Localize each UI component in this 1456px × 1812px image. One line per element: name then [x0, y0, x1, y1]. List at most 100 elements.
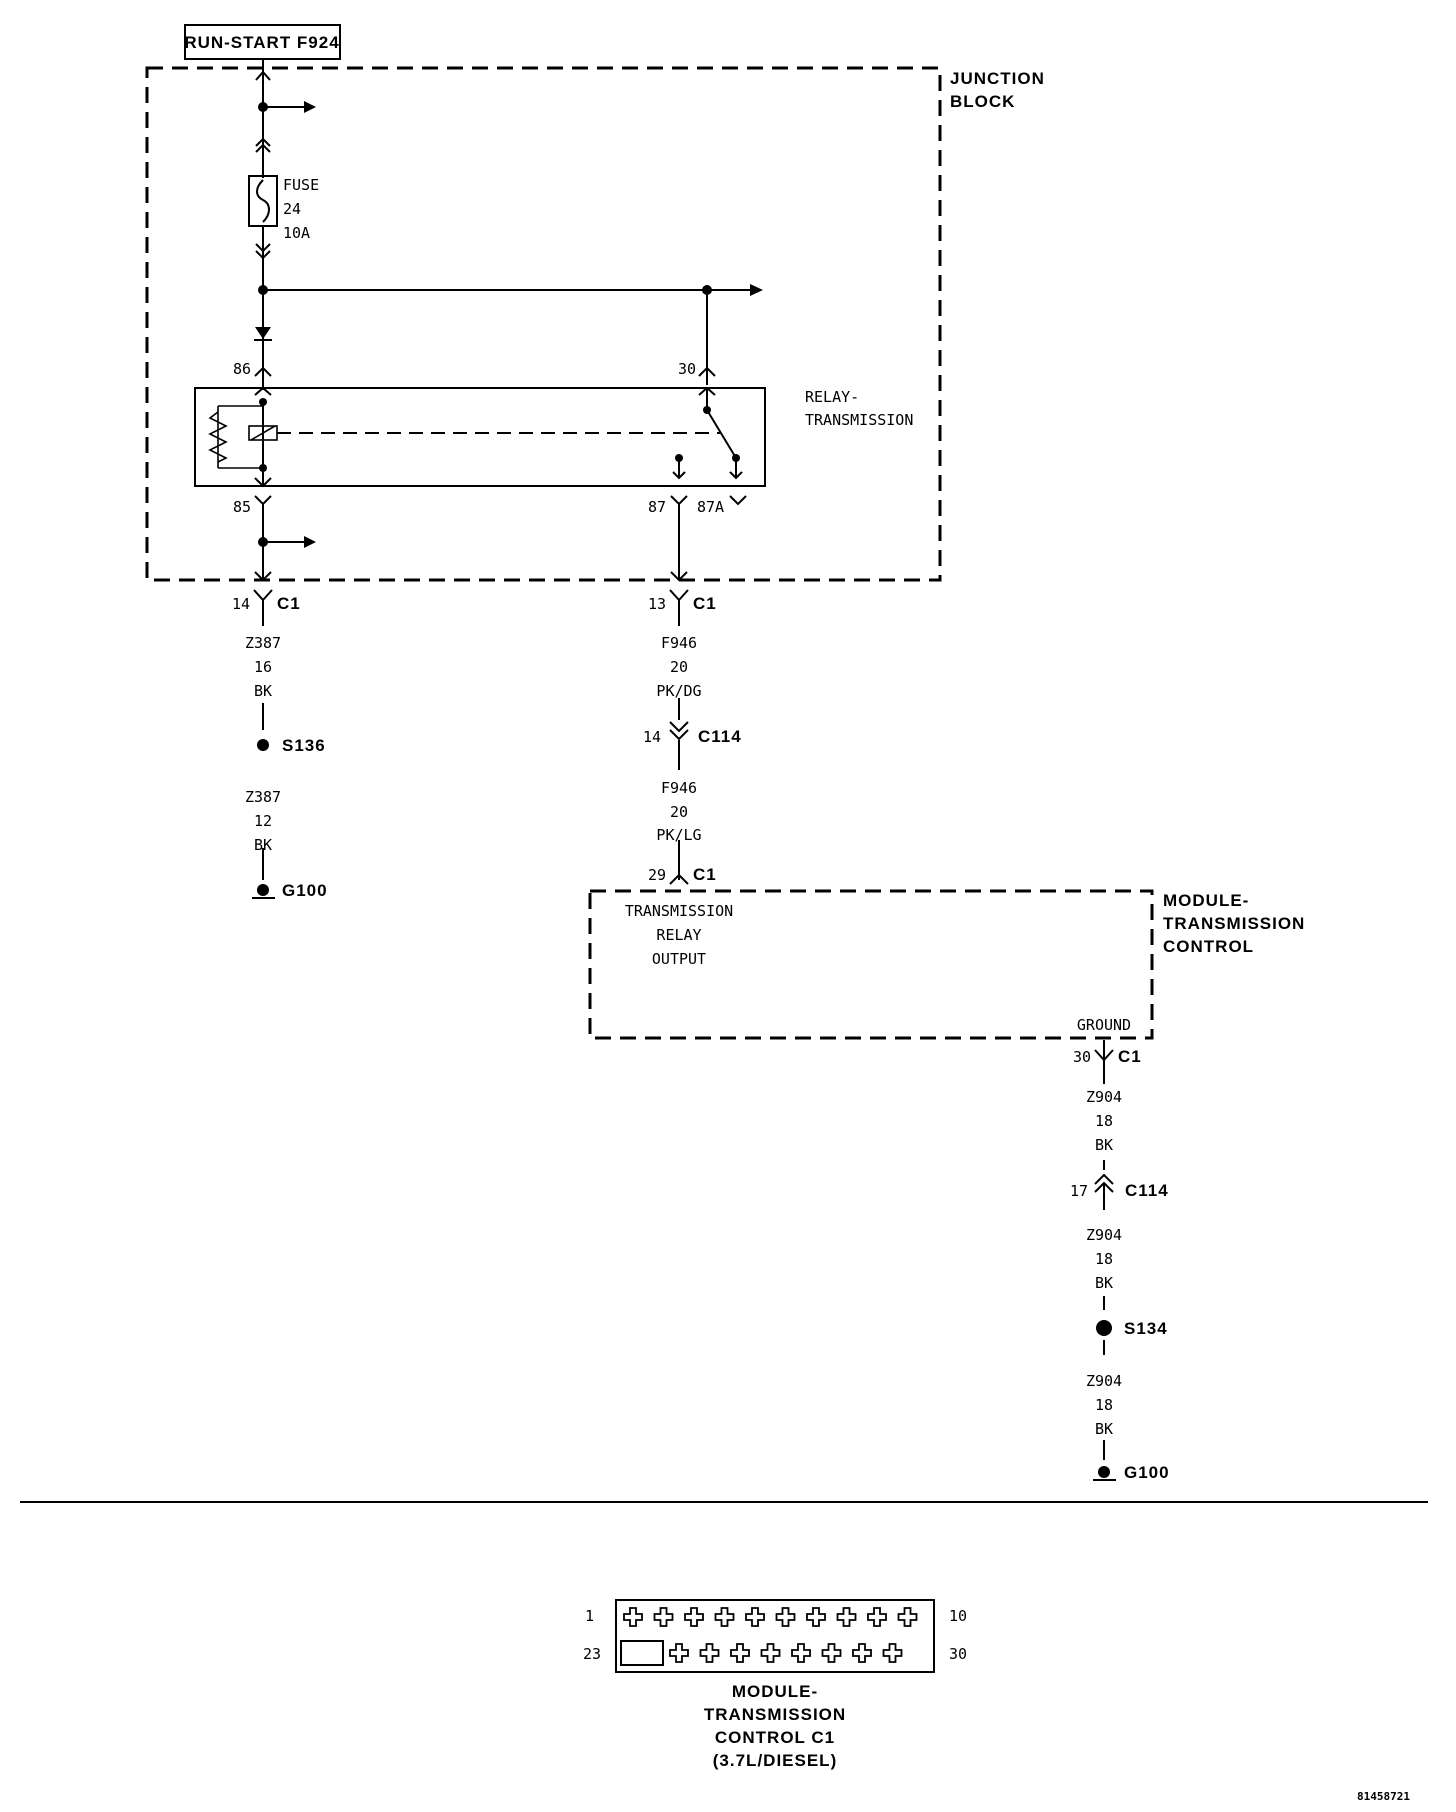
branch-arrow-2: [750, 284, 763, 296]
center-wire2-gauge: 20: [670, 803, 688, 821]
connector-pins-bottom: [669, 1643, 903, 1663]
splice-s134-label: S134: [1124, 1319, 1168, 1338]
right-wire3-code: Z904: [1086, 1372, 1122, 1390]
left-wire1-color: BK: [254, 682, 272, 700]
pin-cavity-top: [775, 1607, 796, 1627]
right-c114-name: C114: [1125, 1181, 1169, 1200]
connector-pin-10: 10: [949, 1607, 967, 1625]
connector-pin-30: 30: [949, 1645, 967, 1663]
right-wire3-gauge: 18: [1095, 1396, 1113, 1414]
pin-30-label: 30: [678, 360, 696, 378]
pin-86-label: 86: [233, 360, 251, 378]
center-wire2-code: F946: [661, 779, 697, 797]
pin-87a-label: 87A: [697, 498, 724, 516]
pin-87-label: 87: [648, 498, 666, 516]
right-wire1-code: Z904: [1086, 1088, 1122, 1106]
relay-name-1: RELAY-: [805, 388, 859, 406]
right-c1-name: C1: [1118, 1047, 1142, 1066]
left-c1-name: C1: [277, 594, 301, 613]
center-c1b-pin: 29: [648, 866, 666, 884]
left-wire1-gauge: 16: [254, 658, 272, 676]
center-wire1-gauge: 20: [670, 658, 688, 676]
right-wire1-gauge: 18: [1095, 1112, 1113, 1130]
source-label: RUN-START F924: [184, 33, 339, 52]
pin-cavity-top: [806, 1607, 826, 1627]
tcm-input-2: RELAY: [656, 926, 701, 944]
left-wire2-gauge: 12: [254, 812, 272, 830]
resistor-icon: [208, 411, 228, 463]
right-wire2-gauge: 18: [1095, 1250, 1113, 1268]
center-wire1-code: F946: [661, 634, 697, 652]
left-wire1-code: Z387: [245, 634, 281, 652]
right-c114-pin: 17: [1070, 1182, 1088, 1200]
tcm-outline: [588, 889, 1154, 1040]
junction-block-outline: [145, 66, 942, 582]
tcm-ground-wire: [1093, 1040, 1116, 1481]
figure-id: 81458721: [1357, 1790, 1410, 1803]
run-start-source: RUN-START F924: [184, 24, 341, 60]
right-wire2-color: BK: [1095, 1274, 1113, 1292]
pin-cavity-top: [714, 1607, 735, 1627]
pin-cavity-bottom: [669, 1643, 689, 1663]
relay-name-2: TRANSMISSION: [805, 411, 913, 429]
diode-icon: [255, 327, 271, 339]
right-c1-pin: 30: [1073, 1048, 1091, 1066]
fuse-rating: 10A: [283, 224, 310, 242]
splice-s134-dot: [1096, 1320, 1112, 1336]
pin-cavity-top: [867, 1607, 887, 1627]
tcm-name-1: MODULE-: [1163, 891, 1249, 910]
tcm-name-2: TRANSMISSION: [1163, 914, 1305, 933]
pin-cavity-top: [745, 1607, 765, 1627]
fuse-label: FUSE: [283, 176, 319, 194]
ground-g100-left-label: G100: [282, 881, 328, 900]
center-wire2-color: PK/LG: [656, 826, 701, 844]
pin-cavity-top: [897, 1607, 918, 1627]
center-c1-name: C1: [693, 594, 717, 613]
fuse-number: 24: [283, 200, 301, 218]
pin-cavity-bottom: [730, 1643, 750, 1663]
connector-pin-23: 23: [583, 1645, 601, 1663]
feed-wire: [255, 59, 316, 178]
ground-g100-right-label: G100: [1124, 1463, 1170, 1482]
right-wire2-code: Z904: [1086, 1226, 1122, 1244]
splice-s136-dot: [257, 739, 269, 751]
connector-key-block: [620, 1640, 664, 1666]
pin-cavity-top: [653, 1607, 674, 1627]
pin-cavity-bottom: [699, 1643, 720, 1663]
left-wire2-color: BK: [254, 836, 272, 854]
pin-cavity-top: [836, 1607, 857, 1627]
connector-caption-4: (3.7L/DIESEL): [713, 1751, 837, 1770]
pin-cavity-top: [623, 1607, 643, 1627]
connector-caption-2: TRANSMISSION: [704, 1705, 846, 1724]
left-wire2-code: Z387: [245, 788, 281, 806]
junction-block-label-1: JUNCTION: [950, 69, 1045, 88]
tcm-input-3: OUTPUT: [652, 950, 706, 968]
splice-s136-label: S136: [282, 736, 326, 755]
pin-cavity-bottom: [852, 1643, 872, 1663]
tcm-name-3: CONTROL: [1163, 937, 1254, 956]
junction-block-label-2: BLOCK: [950, 92, 1015, 111]
connector-pin-1: 1: [585, 1607, 594, 1625]
center-c114-pin: 14: [643, 728, 661, 746]
pin-cavity-bottom: [882, 1643, 903, 1663]
connector-caption-3: CONTROL C1: [715, 1728, 835, 1747]
left-ground-wire: [252, 504, 316, 899]
fuse-to-relay-wire: [254, 226, 763, 390]
pin-85-label: 85: [233, 498, 251, 516]
pin-cavity-top: [684, 1607, 704, 1627]
pin-cavity-bottom: [791, 1643, 811, 1663]
relay-output-wire: [669, 504, 689, 885]
center-wire1-color: PK/DG: [656, 682, 701, 700]
pin-cavity-bottom: [760, 1643, 781, 1663]
center-c1b-name: C1: [693, 865, 717, 884]
tcm-input-1: TRANSMISSION: [625, 902, 733, 920]
fuse-24: FUSE 24 10A: [248, 175, 319, 242]
connector-caption-1: MODULE-: [732, 1682, 818, 1701]
branch-arrow-1: [304, 101, 316, 113]
connector-pins-top: [623, 1607, 918, 1627]
left-c1-pin: 14: [232, 595, 250, 613]
relay-transmission: [194, 386, 766, 488]
connector-face-c1: [615, 1599, 935, 1673]
right-wire1-color: BK: [1095, 1136, 1113, 1154]
